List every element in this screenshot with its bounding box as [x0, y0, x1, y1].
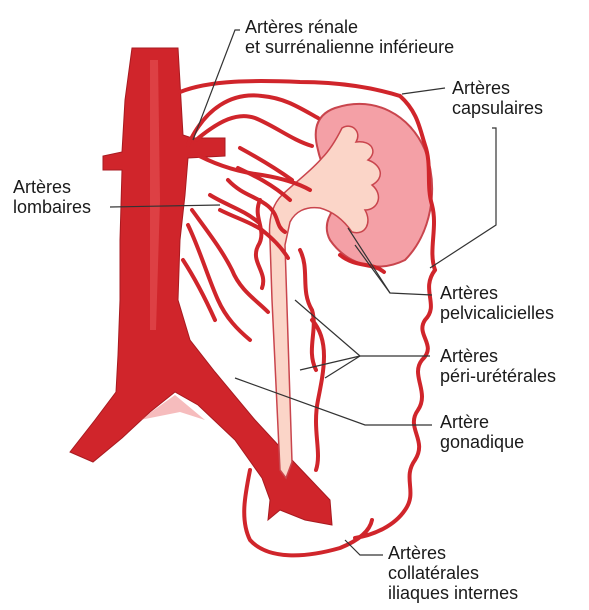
label-line: Artères [452, 78, 543, 98]
label-line: collatérales [388, 563, 518, 583]
label-gonadal-artery: Artère gonadique [440, 412, 524, 452]
label-renal-arteries: Artères rénale et surrénalienne inférieu… [245, 17, 454, 57]
label-line: Artères [388, 543, 518, 563]
label-iliac-collateral-arteries: Artères collatérales iliaques internes [388, 543, 518, 603]
label-capsular-arteries: Artères capsulaires [452, 78, 543, 118]
label-line: Artères [440, 283, 554, 303]
label-line: Artères [440, 346, 556, 366]
label-line: capsulaires [452, 98, 543, 118]
label-line: et surrénalienne inférieure [245, 37, 454, 57]
label-line: Artères [13, 177, 91, 197]
label-line: lombaires [13, 197, 91, 217]
label-line: péri-urétérales [440, 366, 556, 386]
label-line: Artères rénale [245, 17, 454, 37]
label-line: iliaques internes [388, 583, 518, 603]
label-periureteral-arteries: Artères péri-urétérales [440, 346, 556, 386]
label-line: gonadique [440, 432, 524, 452]
label-pelvicalyceal-arteries: Artères pelvicalicielles [440, 283, 554, 323]
label-lumbar-arteries: Artères lombaires [13, 177, 91, 217]
label-line: pelvicalicielles [440, 303, 554, 323]
label-line: Artère [440, 412, 524, 432]
